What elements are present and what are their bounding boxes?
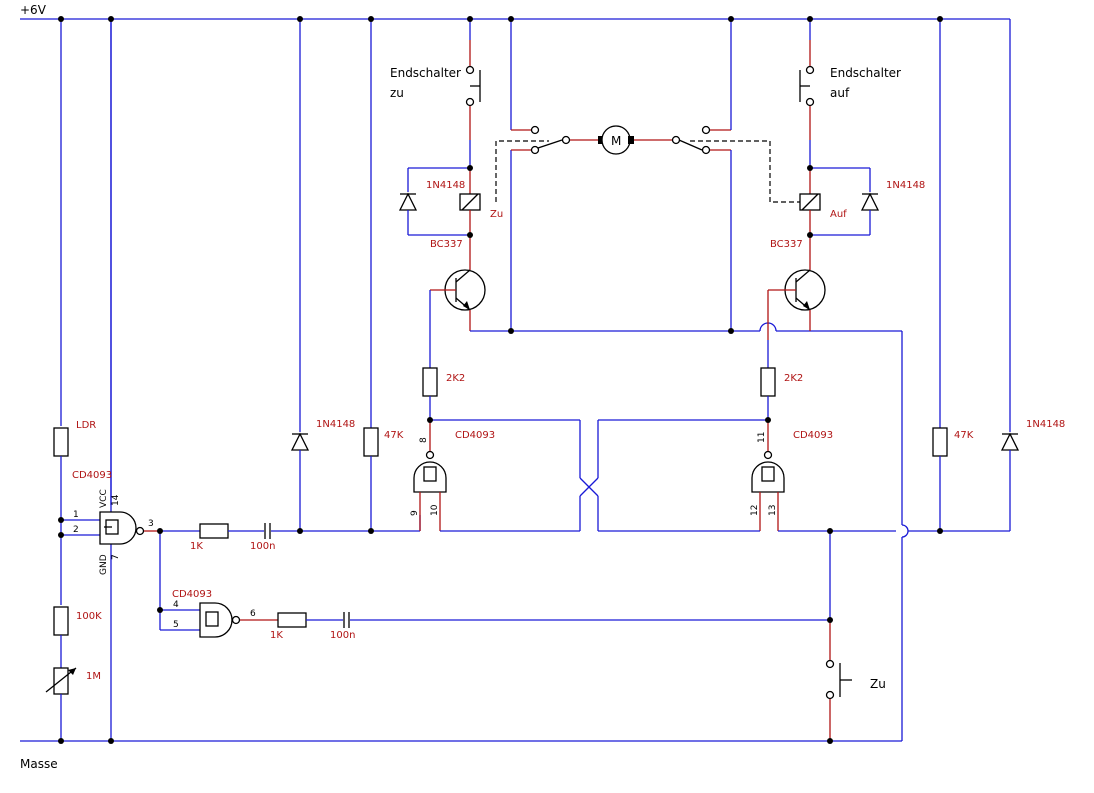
- signal-wiring: [159, 19, 421, 631]
- pin-5: 5: [173, 620, 179, 630]
- pin-1: 1: [73, 510, 79, 520]
- ldr-resistor: [53, 427, 69, 457]
- relay-zu-column: [398, 19, 486, 451]
- pin-3: 3: [148, 519, 154, 529]
- diode-zu-label: 1N4148: [426, 180, 465, 191]
- gate2-label: CD4093: [172, 589, 212, 600]
- pin-gnd: GND: [99, 554, 109, 575]
- relay-zu-label: Zu: [490, 209, 503, 220]
- r-47k-right-label: 47K: [954, 430, 974, 441]
- gate-1: [99, 511, 160, 545]
- sensor-column: [45, 19, 112, 741]
- right-protection: [932, 19, 1020, 531]
- r-100k-label: 100K: [76, 611, 102, 622]
- limit-switch-open-label: Endschalter: [830, 66, 901, 80]
- pin-12: 12: [750, 505, 760, 516]
- relay-auf-column: [760, 19, 880, 451]
- pin-4: 4: [173, 600, 179, 610]
- pin-14: 14: [111, 494, 121, 506]
- junctions: [58, 16, 943, 744]
- limit-switch-close-sub: zu: [390, 86, 404, 100]
- gate-4: [597, 419, 1010, 532]
- pin-vcc: VCC: [99, 489, 109, 508]
- r-100k: [53, 606, 69, 636]
- gate-2: [199, 602, 830, 638]
- pin-6: 6: [250, 609, 256, 619]
- pot-1m-label: 1M: [86, 671, 101, 682]
- transistor-zu-label: BC337: [430, 239, 463, 250]
- diode-left-label: 1N4148: [316, 419, 355, 430]
- pin-2: 2: [73, 525, 79, 535]
- diode-right-label: 1N4148: [1026, 419, 1065, 430]
- pin-7: 7: [111, 554, 121, 560]
- r-2k2-right-label: 2K2: [784, 373, 803, 384]
- motor-section: [470, 19, 909, 741]
- pin-8: 8: [419, 437, 429, 443]
- limit-switch-open-sub: auf: [830, 86, 850, 100]
- r-1k-b-label: 1K: [270, 630, 283, 641]
- pin-10: 10: [430, 504, 440, 516]
- push-button-zu: [825, 531, 852, 741]
- r-1k-a-label: 1K: [190, 541, 203, 552]
- c-100n-b-label: 100n: [330, 630, 355, 641]
- r-1k-a: [199, 523, 229, 539]
- motor-label: M: [611, 134, 621, 148]
- r-2k2-left-label: 2K2: [446, 373, 465, 384]
- labels: +6V Masse Endschalter zu Endschalter auf…: [20, 3, 1065, 771]
- limit-switch-close-label: Endschalter: [390, 66, 461, 80]
- ldr-label: LDR: [76, 420, 96, 431]
- pin-11: 11: [757, 432, 767, 443]
- gate-3: [413, 419, 599, 532]
- supply-plus-label: +6V: [20, 3, 47, 17]
- ground-label: Masse: [20, 757, 58, 771]
- c-100n-a-label: 100n: [250, 541, 275, 552]
- relay-auf-label: Auf: [830, 209, 847, 220]
- transistor-auf-label: BC337: [770, 239, 803, 250]
- gate4-label: CD4093: [793, 430, 833, 441]
- pot-1m: [53, 667, 69, 695]
- gate1-label: CD4093: [72, 470, 112, 481]
- push-button-label: Zu: [870, 677, 886, 691]
- diode-auf-label: 1N4148: [886, 180, 925, 191]
- pin-13: 13: [768, 505, 778, 516]
- supply-rails: [20, 18, 1010, 742]
- r-47k-left-label: 47K: [384, 430, 404, 441]
- pin-9: 9: [410, 510, 420, 516]
- gate3-label: CD4093: [455, 430, 495, 441]
